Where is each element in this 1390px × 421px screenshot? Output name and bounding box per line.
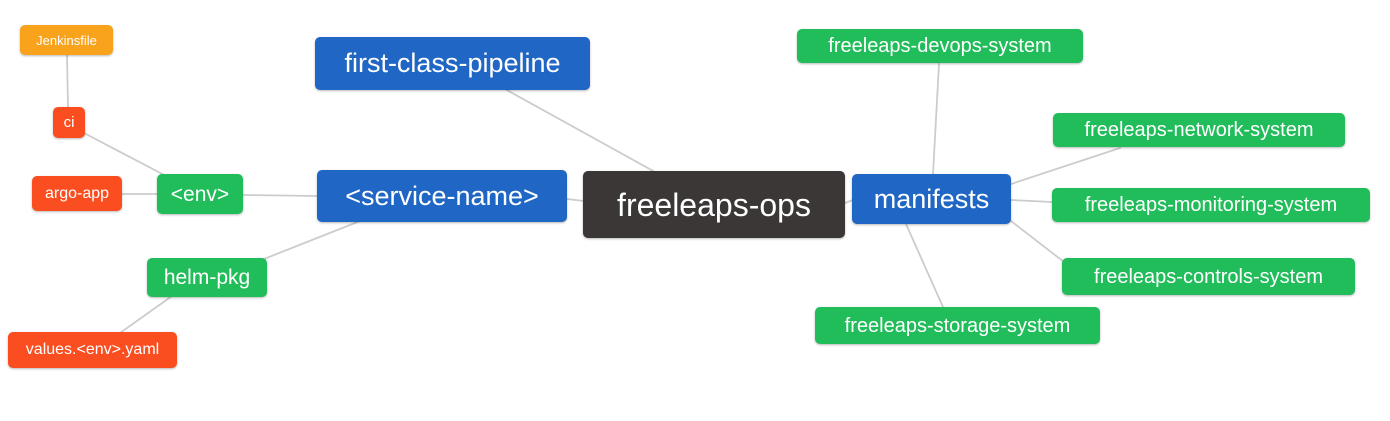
edge-helm-pkg--values-env-yaml — [119, 295, 173, 334]
edge-service-name--env — [242, 194, 318, 197]
edge-freeleaps-ops--service-name — [566, 198, 585, 202]
node-freeleaps-monitoring-system[interactable]: freeleaps-monitoring-system — [1052, 188, 1370, 222]
edge-manifests--freeleaps-devops-system — [932, 63, 940, 175]
node-env[interactable]: <env> — [157, 174, 243, 214]
node-helm-pkg[interactable]: helm-pkg — [147, 258, 267, 297]
edge-env--ci — [83, 132, 169, 178]
node-freeleaps-storage-system[interactable]: freeleaps-storage-system — [815, 307, 1100, 344]
node-freeleaps-controls-system[interactable]: freeleaps-controls-system — [1062, 258, 1355, 295]
edge-manifests--freeleaps-monitoring-system — [1010, 199, 1053, 203]
node-freeleaps-devops-system[interactable]: freeleaps-devops-system — [797, 29, 1083, 63]
node-argo-app[interactable]: argo-app — [32, 176, 122, 211]
edge-ci--jenkinsfile — [66, 54, 69, 108]
node-first-class-pipeline[interactable]: first-class-pipeline — [315, 37, 590, 90]
edge-manifests--freeleaps-network-system — [1010, 147, 1121, 185]
node-service-name[interactable]: <service-name> — [317, 170, 567, 222]
edge-freeleaps-ops--manifests — [844, 199, 854, 204]
edge-service-name--helm-pkg — [263, 220, 361, 260]
node-ci[interactable]: ci — [53, 107, 85, 138]
edge-manifests--freeleaps-storage-system — [905, 223, 944, 308]
node-values-env-yaml[interactable]: values.<env>.yaml — [8, 332, 177, 368]
node-manifests[interactable]: manifests — [852, 174, 1011, 224]
edge-freeleaps-ops--first-class-pipeline — [504, 88, 656, 173]
node-jenkinsfile[interactable]: Jenkinsfile — [20, 25, 113, 55]
edge-manifests--freeleaps-controls-system — [1010, 220, 1065, 263]
node-freeleaps-ops-root[interactable]: freeleaps-ops — [583, 171, 845, 238]
node-freeleaps-network-system[interactable]: freeleaps-network-system — [1053, 113, 1345, 147]
